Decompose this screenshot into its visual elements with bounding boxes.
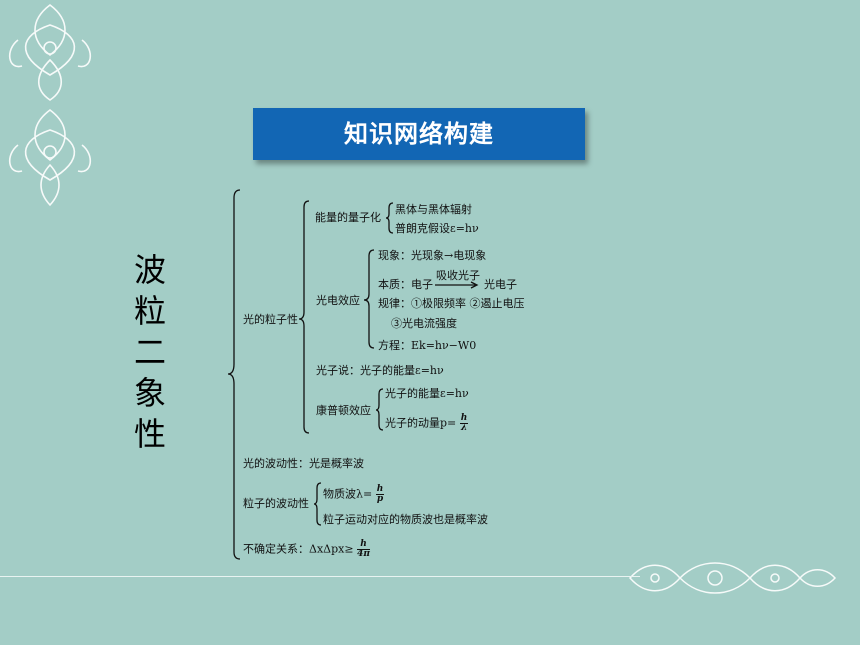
side-title-char: 波 (133, 251, 166, 289)
quantization-item: 普朗克假设ε=hν (395, 222, 479, 235)
side-title-char: 粒 (133, 292, 166, 330)
uncertainty-prefix: 不确定关系：ΔxΔpx≥ (243, 542, 354, 556)
side-title-char: 象 (133, 374, 166, 412)
pe-essence-prefix: 本质：电子 (378, 278, 433, 291)
photoelectric-label: 光电效应 (316, 294, 360, 307)
section-banner: 知识网络构建 (253, 108, 585, 160)
photoelectric-brace (363, 249, 375, 349)
pe-essence-arrow-label: 吸收光子 (436, 269, 480, 282)
quantization-label: 能量的量子化 (315, 211, 381, 224)
side-title-char: 性 (133, 415, 166, 453)
banner-title: 知识网络构建 (344, 120, 494, 148)
ornament-bottom-right-icon (628, 562, 837, 594)
compton-brace (375, 388, 384, 431)
pe-law-line1: 规律：①极限频率 ②遏止电压 (378, 297, 525, 310)
side-title: 波 粒 二 象 性 (130, 250, 170, 455)
fraction-denominator: λ (460, 423, 468, 433)
particle-wave-brace (313, 482, 322, 526)
compton-momentum-prefix: 光子的动量p= (385, 416, 457, 430)
compton-energy: 光子的能量ε=hν (385, 387, 469, 400)
pe-law-line2: ③光电流强度 (391, 317, 457, 330)
particle-label: 光的粒子性 (243, 313, 298, 326)
side-title-char: 二 (133, 333, 166, 371)
divider-line (0, 576, 640, 577)
fraction-numerator: h (375, 484, 385, 495)
matter-wave-prefix: 物质波λ= (323, 487, 373, 501)
wave-label: 光的波动性：光是概率波 (243, 457, 364, 470)
fraction-numerator: h (357, 540, 370, 550)
main-brace (227, 189, 241, 560)
ornament-left-icon (9, 3, 91, 207)
pe-essence-suffix: 光电子 (484, 278, 517, 291)
pe-equation: 方程：Ek=hν−W0 (378, 339, 477, 352)
fraction-numerator: h (459, 413, 469, 424)
particle-wave-label: 粒子的波动性 (243, 497, 309, 510)
probability-wave: 粒子运动对应的物质波也是概率波 (323, 513, 488, 526)
compton-label: 康普顿效应 (316, 404, 371, 417)
quantization-brace (385, 202, 394, 234)
pe-phenomenon: 现象：光现象→电现象 (378, 249, 487, 262)
particle-brace (298, 200, 310, 434)
fraction-denominator: 4π (357, 549, 370, 559)
quantization-item: 黑体与黑体辐射 (395, 203, 472, 216)
fraction-denominator: p (376, 494, 384, 504)
photon-theory: 光子说：光子的能量ε=hν (316, 364, 444, 377)
